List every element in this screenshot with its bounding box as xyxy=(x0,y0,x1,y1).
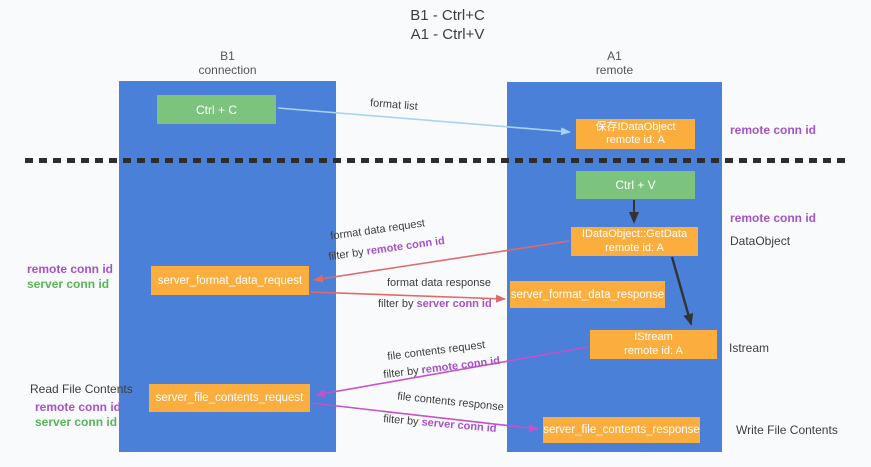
format-data-response-text: format data response xyxy=(387,277,491,289)
left-server-conn-id-2: server conn id xyxy=(35,415,117,429)
server-format-data-request-box: server_format_data_request xyxy=(151,266,309,295)
remote-conn-id-text: remote conn id xyxy=(730,211,817,225)
right-remote-conn-id-top: remote conn id xyxy=(730,123,816,137)
ctrl-c-box: Ctrl + C xyxy=(157,95,276,124)
left-column-header: B1 connection xyxy=(119,49,336,77)
format-data-response-arrow xyxy=(309,291,506,303)
server-file-contents-request-label: server_file_contents_request xyxy=(155,392,304,404)
ctrl-v-label: Ctrl + V xyxy=(615,178,656,192)
divider-dashed-line xyxy=(25,158,845,163)
getdata-line1: IDataObject::GetData xyxy=(581,228,688,240)
istream-side-label: Istream xyxy=(729,341,769,355)
remote-conn-id-text: remote conn id xyxy=(730,123,817,137)
file-contents-request-arrow xyxy=(315,346,589,398)
save-idataobject-box: 保存IDataObject remote id: A xyxy=(576,119,695,149)
remote-conn-id-text: remote conn id xyxy=(27,262,114,276)
server-format-data-response-label: server_format_data_response xyxy=(510,288,665,301)
write-file-contents-label: Write File Contents xyxy=(736,423,838,437)
format-data-request-arrow xyxy=(313,240,570,283)
getdata-box: IDataObject::GetData remote id: A xyxy=(571,227,698,256)
server-format-data-response-box: server_format_data_response xyxy=(510,281,665,308)
right-column-subtitle: remote xyxy=(595,63,634,77)
server-conn-id-text: server conn id xyxy=(416,298,492,310)
istream-box: IStream remote id: A xyxy=(590,330,717,359)
getdata-to-istream-arrow xyxy=(670,256,694,326)
server-file-contents-request-box: server_file_contents_request xyxy=(149,384,310,412)
write-file-contents-text: Write File Contents xyxy=(736,423,838,437)
left-server-conn-id-1: server conn id xyxy=(27,277,109,291)
dataobject-text: DataObject xyxy=(730,234,791,248)
file-contents-response-arrow xyxy=(310,402,539,432)
filter-by-server-conn-id-label-1: filter by server conn id xyxy=(378,298,492,310)
istream-text: Istream xyxy=(729,341,770,355)
getdata-line2: remote id: A xyxy=(605,241,664,254)
left-remote-conn-id-2: remote conn id xyxy=(35,400,121,414)
save-idataobject-line1: 保存IDataObject xyxy=(595,120,676,133)
format-data-response-label: format data response xyxy=(387,277,491,289)
ctrl-c-label: Ctrl + C xyxy=(195,102,237,117)
title-line-2: A1 - Ctrl+V xyxy=(410,26,485,43)
istream-line2: remote id: A xyxy=(624,344,683,357)
server-file-contents-response-box: server_file_contents_response xyxy=(543,417,700,443)
read-file-contents-label: Read File Contents xyxy=(30,382,133,396)
server-format-data-request-label: server_format_data_request xyxy=(157,274,303,287)
right-remote-conn-id-mid: remote conn id xyxy=(730,211,816,225)
left-column-name: B1 xyxy=(220,49,235,63)
diagram-title: B1 - Ctrl+C A1 - Ctrl+V xyxy=(12,6,871,44)
filter-by-text: filter by xyxy=(378,298,417,310)
right-column-header: A1 remote xyxy=(507,49,722,77)
ctrl-v-box: Ctrl + V xyxy=(576,171,695,199)
save-idataobject-line2: remote id: A xyxy=(606,134,665,146)
title-line-1: B1 - Ctrl+C xyxy=(410,7,485,24)
left-remote-conn-id-1: remote conn id xyxy=(27,262,113,276)
read-file-contents-text: Read File Contents xyxy=(30,382,133,396)
dataobject-label: DataObject xyxy=(730,234,790,248)
server-conn-id-text: server conn id xyxy=(27,277,110,291)
istream-line1: IStream xyxy=(634,331,673,343)
remote-conn-id-text: remote conn id xyxy=(35,400,122,414)
server-file-contents-response-label: server_file_contents_response xyxy=(543,424,700,436)
format-list-arrow xyxy=(277,107,571,136)
server-conn-id-text: server conn id xyxy=(35,415,118,429)
right-column-name: A1 xyxy=(607,49,622,63)
left-column-subtitle: connection xyxy=(198,63,257,77)
